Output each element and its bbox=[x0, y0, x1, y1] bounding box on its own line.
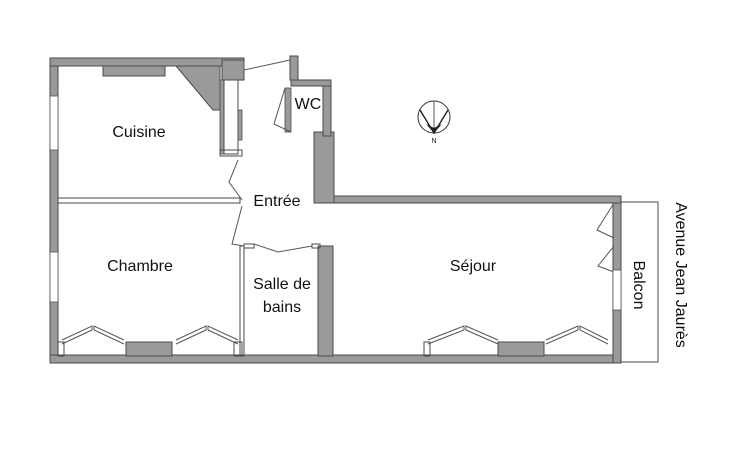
room-label-salle-de-bains-2: bains bbox=[263, 299, 301, 316]
compass-icon bbox=[417, 100, 451, 135]
kitchen-fixtures bbox=[102, 59, 245, 157]
room-label-salle-de-bains-1: Salle de bbox=[253, 276, 311, 293]
doors bbox=[228, 59, 622, 311]
room-label-balcon: Balcon bbox=[630, 261, 647, 310]
room-label-chambre: Chambre bbox=[107, 258, 173, 275]
balcony bbox=[621, 201, 659, 363]
street-label: Avenue Jean Jaurès bbox=[672, 202, 689, 348]
outer-walls bbox=[49, 55, 622, 364]
bedroom-windows bbox=[57, 325, 243, 357]
left-windows bbox=[49, 95, 59, 303]
compass-north-label: N bbox=[431, 138, 436, 145]
room-label-entree: Entrée bbox=[253, 193, 300, 210]
room-label-sejour: Séjour bbox=[450, 258, 497, 275]
room-label-cuisine: Cuisine bbox=[112, 124, 165, 141]
room-label-wc: WC bbox=[295, 96, 322, 113]
living-windows bbox=[423, 325, 609, 357]
